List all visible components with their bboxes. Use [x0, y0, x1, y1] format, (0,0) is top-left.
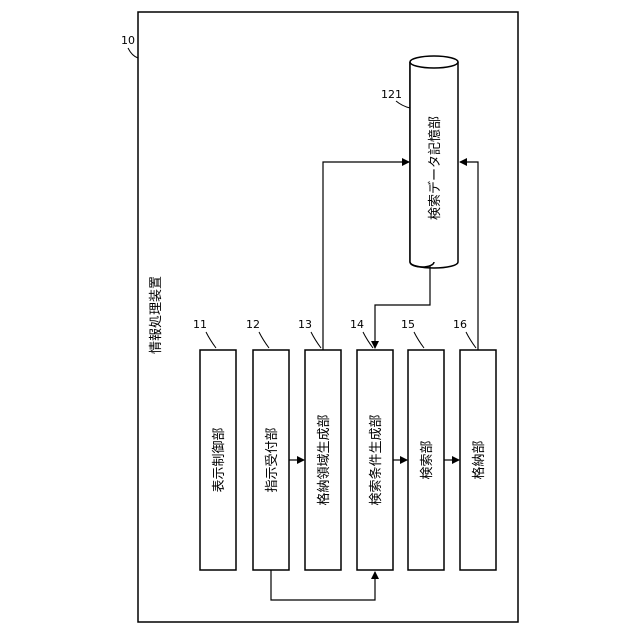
unit-label-14: 検索条件生成部 — [368, 414, 384, 505]
storage-cylinder-top — [410, 56, 458, 68]
unit-ref-leader-12 — [259, 332, 269, 348]
storage-ref-label: 121 — [381, 88, 402, 101]
unit-ref-leader-14 — [363, 332, 373, 348]
unit-ref-16: 16 — [453, 318, 467, 331]
unit-ref-leader-13 — [311, 332, 321, 348]
device-ref-leader — [128, 48, 138, 58]
unit-ref-13: 13 — [298, 318, 312, 331]
unit-ref-leader-16 — [466, 332, 476, 348]
device-title: 情報処理装置 — [149, 276, 164, 354]
arrow-12-to-14 — [271, 570, 375, 600]
unit-ref-12: 12 — [246, 318, 260, 331]
unit-ref-14: 14 — [350, 318, 364, 331]
storage-ref-leader — [396, 101, 410, 108]
unit-label-11: 表示制御部 — [212, 427, 227, 492]
unit-ref-15: 15 — [401, 318, 415, 331]
unit-ref-leader-11 — [206, 332, 216, 348]
unit-label-13: 格納領域生成部 — [316, 414, 332, 505]
device-ref-label: 10 — [121, 34, 135, 47]
unit-ref-11: 11 — [193, 318, 207, 331]
arrow-13-to-storage — [323, 162, 409, 350]
unit-label-12: 指示受付部 — [265, 427, 280, 492]
arrow-storage-to-14 — [375, 266, 430, 348]
storage-label: 検索データ記憶部 — [427, 116, 443, 220]
unit-ref-leader-15 — [414, 332, 424, 348]
unit-label-16: 格納部 — [471, 440, 487, 479]
unit-label-15: 検索部 — [420, 440, 435, 479]
